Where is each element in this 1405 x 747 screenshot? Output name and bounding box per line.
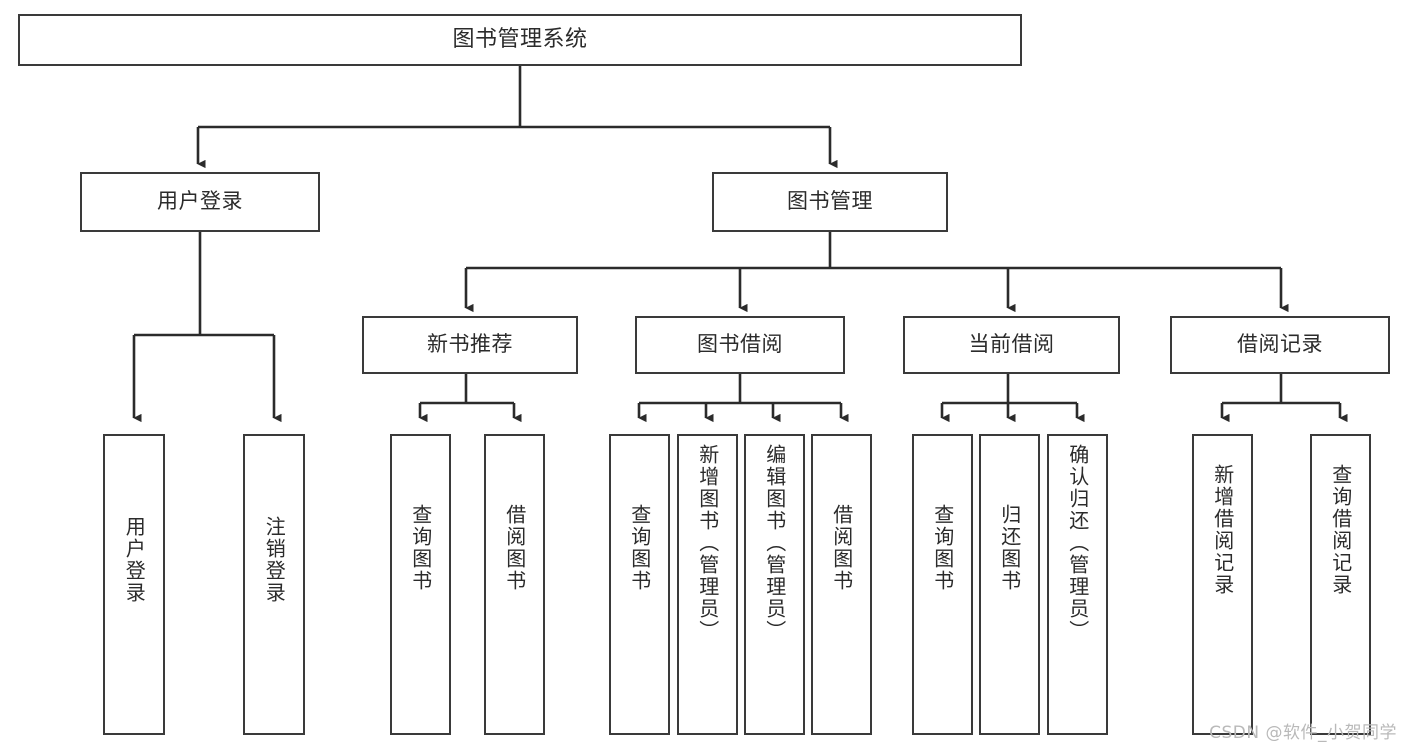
node-leaf-borrow-book-2-label: 借阅图书 <box>829 504 854 592</box>
node-leaf-user-logout-label: 注销登录 <box>262 516 287 604</box>
node-leaf-borrow-book-2[interactable]: 借阅图书 <box>811 434 872 735</box>
node-leaf-confirm-return-label: 确认归还（管理员） <box>1065 444 1090 642</box>
node-leaf-query-book-1[interactable]: 查询图书 <box>390 434 451 735</box>
node-leaf-user-login-label: 用户登录 <box>122 516 147 604</box>
node-leaf-query-book-2[interactable]: 查询图书 <box>609 434 670 735</box>
node-book-manage-label: 图书管理 <box>787 189 873 214</box>
node-borrow-record[interactable]: 借阅记录 <box>1170 316 1390 374</box>
node-current-borrow[interactable]: 当前借阅 <box>903 316 1120 374</box>
node-book-borrow-label: 图书借阅 <box>697 332 783 357</box>
node-leaf-query-book-1-label: 查询图书 <box>408 504 433 592</box>
node-leaf-edit-book-label: 编辑图书（管理员） <box>762 444 787 642</box>
node-book-borrow[interactable]: 图书借阅 <box>635 316 845 374</box>
csdn-watermark: CSDN @软件_小贺同学 <box>1209 723 1397 743</box>
node-leaf-query-record-label: 查询借阅记录 <box>1328 464 1353 596</box>
node-leaf-borrow-book-1-label: 借阅图书 <box>502 504 527 592</box>
node-leaf-return-book[interactable]: 归还图书 <box>979 434 1040 735</box>
node-new-book-rec[interactable]: 新书推荐 <box>362 316 578 374</box>
node-leaf-user-logout[interactable]: 注销登录 <box>243 434 305 735</box>
node-book-manage[interactable]: 图书管理 <box>712 172 948 232</box>
node-current-borrow-label: 当前借阅 <box>968 332 1055 357</box>
node-user-login[interactable]: 用户登录 <box>80 172 320 232</box>
node-leaf-user-login[interactable]: 用户登录 <box>103 434 165 735</box>
node-user-login-label: 用户登录 <box>157 189 243 214</box>
node-root[interactable]: 图书管理系统 <box>18 14 1022 66</box>
node-leaf-query-book-3-label: 查询图书 <box>930 504 955 592</box>
node-borrow-record-label: 借阅记录 <box>1237 332 1323 357</box>
node-leaf-borrow-book-1[interactable]: 借阅图书 <box>484 434 545 735</box>
node-leaf-add-book-label: 新增图书（管理员） <box>695 444 720 642</box>
node-leaf-add-record[interactable]: 新增借阅记录 <box>1192 434 1253 735</box>
node-leaf-return-book-label: 归还图书 <box>997 504 1022 592</box>
node-leaf-add-record-label: 新增借阅记录 <box>1210 464 1235 596</box>
node-leaf-query-book-3[interactable]: 查询图书 <box>912 434 973 735</box>
node-leaf-query-record[interactable]: 查询借阅记录 <box>1310 434 1371 735</box>
node-leaf-query-book-2-label: 查询图书 <box>627 504 652 592</box>
node-root-label: 图书管理系统 <box>452 26 588 52</box>
node-leaf-confirm-return[interactable]: 确认归还（管理员） <box>1047 434 1108 735</box>
node-new-book-rec-label: 新书推荐 <box>427 332 513 357</box>
node-leaf-add-book[interactable]: 新增图书（管理员） <box>677 434 738 735</box>
node-leaf-edit-book[interactable]: 编辑图书（管理员） <box>744 434 805 735</box>
